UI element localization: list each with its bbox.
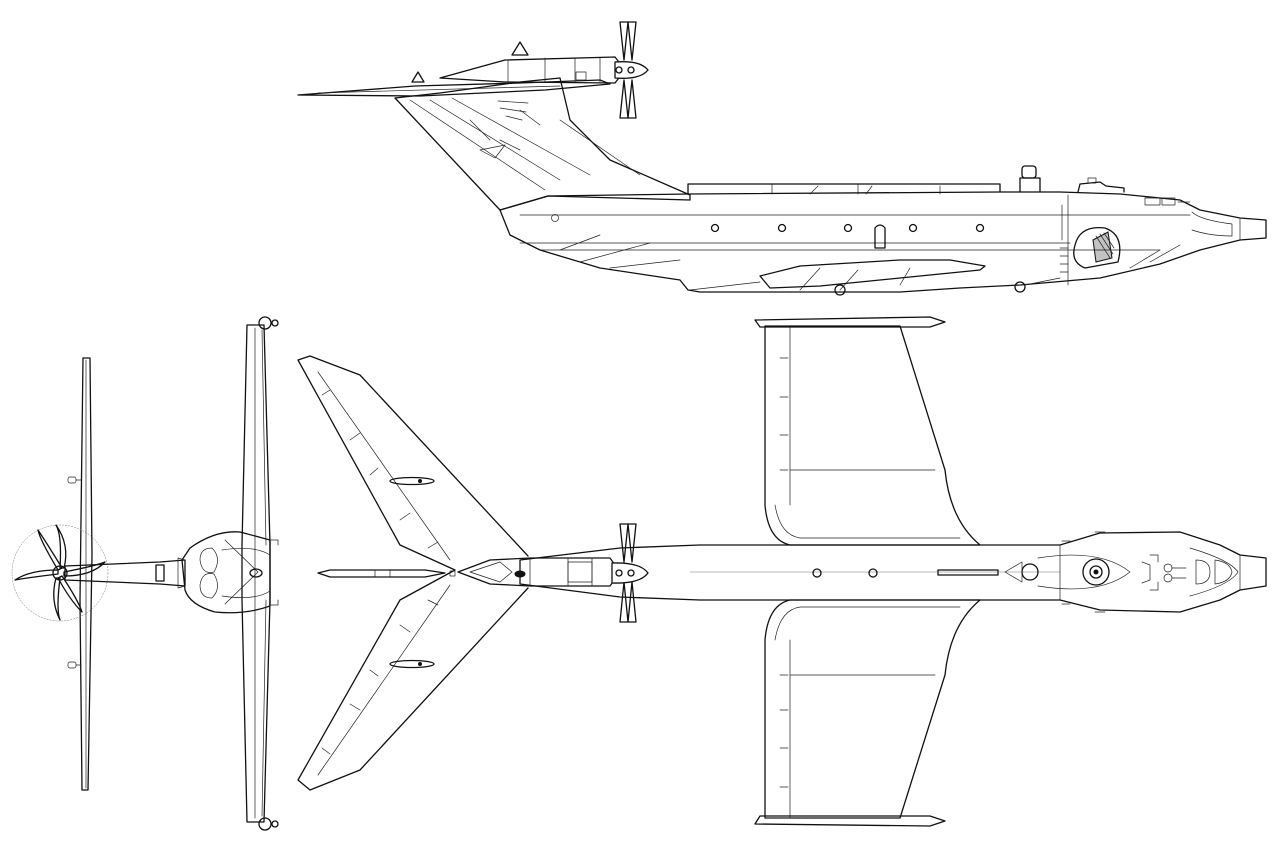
side-cockpit-turret: [1077, 181, 1125, 193]
top-propeller: [611, 523, 649, 623]
top-tail-engine-nacelle: [457, 557, 621, 587]
front-stabilizer-span: [64, 559, 186, 587]
top-tail-boom: [317, 569, 446, 578]
side-fin-engine-nacelle: [439, 56, 626, 84]
front-fuselage: [181, 531, 271, 614]
front-wingtip-float-upper: [258, 316, 272, 330]
side-propeller: [614, 21, 649, 119]
side-view: [297, 21, 1267, 296]
side-horizontal-stabilizer: [297, 79, 611, 97]
top-cockpit-turret: [1082, 558, 1110, 586]
top-dorsal-fairing: [937, 569, 999, 576]
side-top-fin-tip: [511, 41, 529, 56]
top-view: [297, 316, 1267, 827]
side-fuselage-hull: [499, 191, 1267, 293]
side-windows: [551, 214, 985, 249]
side-nose-wheel: [1014, 281, 1026, 293]
top-wing-upper: [764, 325, 981, 546]
front-cockpit-turret: [249, 568, 263, 578]
top-wing-lower: [764, 599, 981, 819]
top-horizontal-stabilizer: [297, 355, 529, 791]
front-tail-fin: [79, 357, 93, 791]
side-tail-antenna: [411, 71, 425, 83]
top-wingtip-float-lower: [754, 815, 946, 827]
side-hydrofoil-wing: [759, 259, 986, 289]
side-main-wheel: [834, 284, 846, 296]
front-view: [11, 316, 279, 831]
side-dorsal-dome: [1019, 177, 1041, 193]
side-radar-housing: [1073, 226, 1121, 269]
top-wingtip-float-upper: [754, 316, 946, 328]
front-wingtip-float-lower: [258, 817, 272, 831]
side-vertical-fin: [394, 77, 691, 211]
front-propeller: [11, 524, 109, 622]
side-dorsal-fairing: [687, 183, 1001, 195]
front-wing: [241, 324, 271, 823]
